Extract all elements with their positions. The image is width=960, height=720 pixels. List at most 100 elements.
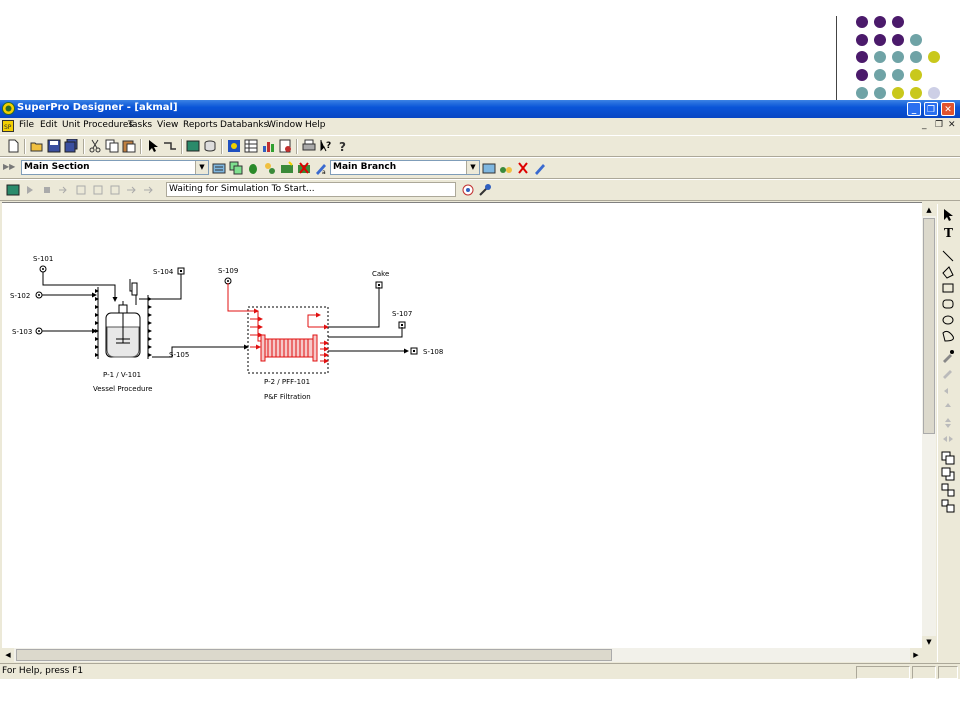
database-icon[interactable] [203, 139, 217, 153]
text-tool-icon[interactable]: T [941, 225, 955, 239]
rename-branch-icon[interactable] [533, 161, 547, 175]
new-icon[interactable] [6, 139, 20, 153]
flowsheet-canvas[interactable]: S-101 S-102 S-103 S-104 S-105 S-109 Cake… [2, 202, 922, 649]
tools-icon[interactable] [478, 183, 492, 197]
align-center-icon[interactable] [941, 400, 955, 414]
ellipse-tool-icon[interactable] [941, 313, 955, 327]
filtration-procedure[interactable] [227, 283, 329, 374]
align-horizontal-icon[interactable] [941, 432, 955, 446]
stream-label-s104[interactable]: S-104 [153, 268, 174, 276]
document-icon[interactable]: SP [2, 120, 14, 132]
freeform-tool-icon[interactable] [941, 329, 955, 343]
step-into-icon[interactable] [74, 183, 88, 197]
print-icon[interactable] [302, 139, 316, 153]
delete-section-icon[interactable] [297, 161, 311, 175]
copy-icon[interactable] [105, 139, 119, 153]
menu-tasks[interactable]: Tasks [128, 120, 153, 130]
calculator-icon[interactable] [6, 183, 20, 197]
filter-tag-label[interactable]: P-2 / PFF-101 [264, 378, 310, 386]
menu-databanks[interactable]: Databanks [220, 120, 269, 130]
chart-icon[interactable] [261, 139, 275, 153]
vessel-name-label[interactable]: Vessel Procedure [93, 385, 153, 393]
save-all-icon[interactable] [64, 139, 78, 153]
section-select[interactable]: Main Section ▼ [21, 160, 209, 175]
options-icon[interactable] [461, 183, 475, 197]
chevron-down-icon[interactable]: ▼ [195, 161, 208, 174]
stream-label-cake[interactable]: Cake [372, 270, 389, 278]
align-left-icon[interactable] [941, 384, 955, 398]
toolbar-grip-icon[interactable]: ▶▶ [3, 162, 16, 171]
play-icon[interactable] [23, 183, 37, 197]
branch-properties-icon[interactable] [482, 161, 496, 175]
add-branch-icon[interactable] [499, 161, 513, 175]
vertical-scrollbar[interactable]: ▲ ▼ [922, 204, 936, 648]
chevron-down-icon[interactable]: ▼ [466, 161, 479, 174]
branch-select[interactable]: Main Branch ▼ [330, 160, 480, 175]
stream-label-s101[interactable]: S-101 [33, 255, 53, 263]
menu-reports[interactable]: Reports [183, 120, 218, 130]
rename-section-icon[interactable]: a [314, 161, 328, 175]
select-arrow-icon[interactable] [941, 208, 955, 222]
stop-icon[interactable] [40, 183, 54, 197]
app-icon[interactable] [2, 102, 15, 115]
menu-help[interactable]: Help [305, 120, 326, 130]
flowsheet-icon[interactable] [227, 139, 241, 153]
line-tool-icon[interactable] [941, 249, 955, 263]
title-bar[interactable]: SuperPro Designer - [akmal] _ ❐ ✕ [0, 100, 960, 118]
mdi-close-button[interactable]: ✕ [948, 120, 956, 130]
stream-table-icon[interactable] [244, 139, 258, 153]
step-over-icon[interactable] [91, 183, 105, 197]
menu-file[interactable]: File [19, 120, 35, 130]
mdi-minimize-button[interactable]: _ [922, 120, 927, 130]
close-button[interactable]: ✕ [941, 102, 955, 116]
equipment-icon[interactable] [186, 139, 200, 153]
polygon-tool-icon[interactable] [941, 265, 955, 279]
stream-label-s102[interactable]: S-102 [10, 292, 30, 300]
mdi-restore-button[interactable]: ❐ [935, 120, 944, 130]
ungroup-icon[interactable] [941, 499, 955, 513]
group-icon[interactable] [941, 483, 955, 497]
go-end-icon[interactable] [142, 183, 156, 197]
scroll-down-icon[interactable]: ▼ [922, 636, 936, 648]
vessel-tag-label[interactable]: P-1 / V-101 [103, 371, 141, 379]
open-icon[interactable] [30, 139, 44, 153]
tree-icon[interactable] [263, 161, 277, 175]
save-icon[interactable] [47, 139, 61, 153]
help-icon[interactable]: ? [336, 139, 350, 153]
bring-front-icon[interactable] [941, 451, 955, 465]
cut-icon[interactable] [88, 139, 102, 153]
send-back-icon[interactable] [941, 467, 955, 481]
add-section-icon[interactable] [280, 161, 294, 175]
scroll-right-icon[interactable]: ▶ [910, 648, 922, 662]
menu-unit-procedures[interactable]: Unit Procedures [62, 120, 134, 130]
step-out-icon[interactable] [108, 183, 122, 197]
vessel-procedure[interactable] [95, 279, 152, 359]
stream-label-s105[interactable]: S-105 [169, 351, 189, 359]
menu-window[interactable]: Window [267, 120, 303, 130]
horizontal-scroll-thumb[interactable] [16, 649, 612, 661]
section-properties-icon[interactable] [212, 161, 226, 175]
stream-label-s108[interactable]: S-108 [423, 348, 443, 356]
rounded-rect-tool-icon[interactable] [941, 297, 955, 311]
horizontal-scrollbar[interactable]: ◀ ▶ [2, 648, 922, 662]
rectangle-tool-icon[interactable] [941, 281, 955, 295]
paint-icon[interactable] [941, 365, 955, 379]
minimize-button[interactable]: _ [907, 102, 921, 116]
context-help-icon[interactable]: ? [319, 139, 333, 153]
maximize-button[interactable]: ❐ [924, 102, 938, 116]
stream-label-s109[interactable]: S-109 [218, 267, 238, 275]
pointer-icon[interactable] [146, 139, 160, 153]
section-copy-icon[interactable] [229, 161, 243, 175]
scroll-up-icon[interactable]: ▲ [922, 204, 936, 216]
stream-icon[interactable] [163, 139, 177, 153]
scroll-left-icon[interactable]: ◀ [2, 648, 14, 662]
bug-icon[interactable] [246, 161, 260, 175]
go-to-icon[interactable] [125, 183, 139, 197]
stream-label-s103[interactable]: S-103 [12, 328, 32, 336]
stream-label-s107[interactable]: S-107 [392, 310, 412, 318]
filter-name-label[interactable]: P&F Filtration [264, 393, 311, 401]
align-vertical-icon[interactable] [941, 416, 955, 430]
vertical-scroll-thumb[interactable] [923, 218, 935, 434]
paste-icon[interactable] [122, 139, 136, 153]
menu-edit[interactable]: Edit [40, 120, 58, 130]
